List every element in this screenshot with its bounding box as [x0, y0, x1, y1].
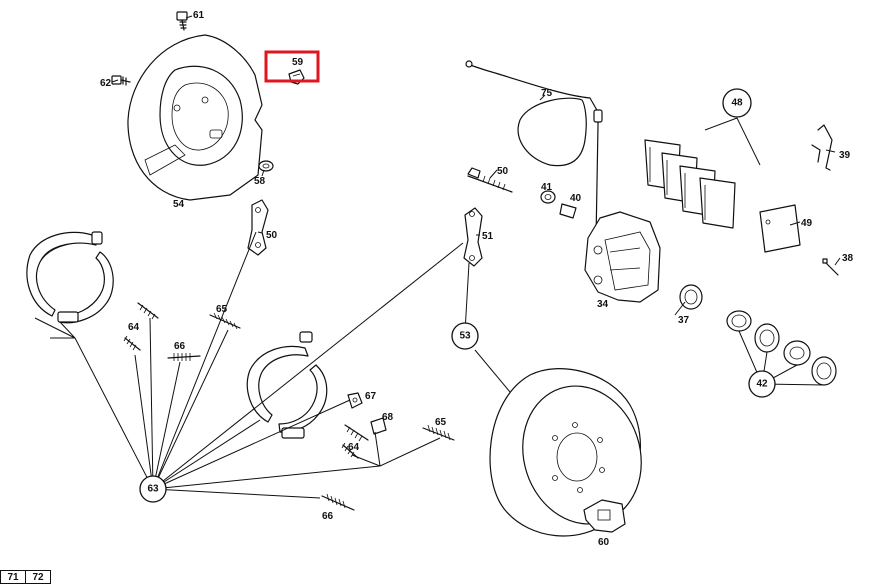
callout-38: 38 — [842, 253, 854, 264]
callout-67: 67 — [365, 391, 377, 402]
pin-64-small[interactable] — [137, 302, 159, 320]
callout-61: 61 — [193, 10, 205, 21]
callout-41: 41 — [541, 182, 553, 193]
svg-text:48: 48 — [731, 98, 743, 109]
brake-shoe-set-center[interactable] — [246, 331, 328, 439]
callout-51: 51 — [482, 231, 494, 242]
svg-text:42: 42 — [756, 379, 768, 390]
bracket-51[interactable] — [463, 207, 483, 267]
highlight-box-59 — [264, 50, 320, 83]
callout-75: 75 — [541, 88, 553, 99]
adjuster-67[interactable] — [347, 392, 363, 409]
callout-65-left: 65 — [216, 304, 228, 315]
anti-squeal-shim-49[interactable] — [759, 204, 801, 253]
callout-bubble-63[interactable]: 63 — [139, 475, 167, 503]
callout-bubble-48[interactable]: 48 — [722, 88, 752, 118]
seal-kit-42[interactable] — [726, 310, 837, 386]
pin-68[interactable] — [370, 417, 387, 435]
leader-lines — [34, 15, 841, 499]
callout-58: 58 — [254, 176, 266, 187]
callout-50-caliper: 50 — [497, 166, 509, 177]
callout-39: 39 — [839, 150, 851, 161]
callout-40: 40 — [570, 193, 582, 204]
callout-50-upper: 50 — [266, 230, 278, 241]
callout-66-bottom: 66 — [322, 511, 334, 522]
brake-shoe-set-left[interactable] — [26, 231, 114, 324]
brake-disc[interactable] — [489, 368, 659, 540]
spring-65-left[interactable] — [209, 312, 241, 330]
page-link-72[interactable]: 72 — [25, 570, 51, 584]
sleeve-41[interactable] — [540, 190, 556, 204]
callout-62: 62 — [100, 78, 112, 89]
callout-49: 49 — [801, 218, 813, 229]
sleeve-58[interactable] — [258, 160, 274, 172]
brake-caliper[interactable] — [584, 211, 661, 303]
brake-pad-set[interactable] — [644, 139, 736, 229]
bolt-50-caliper[interactable] — [467, 167, 513, 193]
callout-labels: 61 62 59 58 54 50 75 39 50 41 40 51 49 3… — [100, 10, 854, 548]
backing-plate[interactable] — [127, 34, 263, 201]
spring-64-left[interactable] — [123, 335, 141, 351]
callout-bubble-42[interactable]: 42 — [748, 370, 776, 398]
callout-37: 37 — [678, 315, 690, 326]
bolt-62[interactable] — [111, 75, 131, 86]
svg-text:63: 63 — [147, 484, 159, 495]
wear-sensor-cable[interactable] — [465, 60, 603, 241]
spring-66-bottom[interactable] — [321, 493, 355, 511]
callout-54: 54 — [173, 199, 185, 210]
callout-65-center: 65 — [435, 417, 447, 428]
caliper-bracket-60[interactable] — [583, 499, 626, 533]
pin-center[interactable] — [344, 424, 369, 442]
bolt-61[interactable] — [176, 11, 188, 31]
bracket-50-upper[interactable] — [247, 199, 269, 256]
callout-34: 34 — [597, 299, 609, 310]
callout-68: 68 — [382, 412, 394, 423]
bleeder-40[interactable] — [559, 203, 577, 219]
callout-bubble-53[interactable]: 53 — [451, 322, 479, 350]
callout-64-left: 64 — [128, 322, 140, 333]
callout-66-left: 66 — [174, 341, 186, 352]
spring-64-center[interactable] — [341, 442, 359, 459]
retaining-spring-39[interactable] — [811, 124, 833, 171]
page-link-71[interactable]: 71 — [0, 570, 26, 584]
spring-66-left[interactable] — [167, 353, 201, 361]
spring-65-center[interactable] — [422, 424, 455, 441]
callout-59: 59 — [292, 57, 304, 68]
callout-60: 60 — [598, 537, 610, 548]
callout-64-center: 64 — [348, 442, 360, 453]
piston-37[interactable] — [679, 284, 703, 310]
svg-text:53: 53 — [459, 331, 471, 342]
pin-38[interactable] — [822, 258, 839, 276]
